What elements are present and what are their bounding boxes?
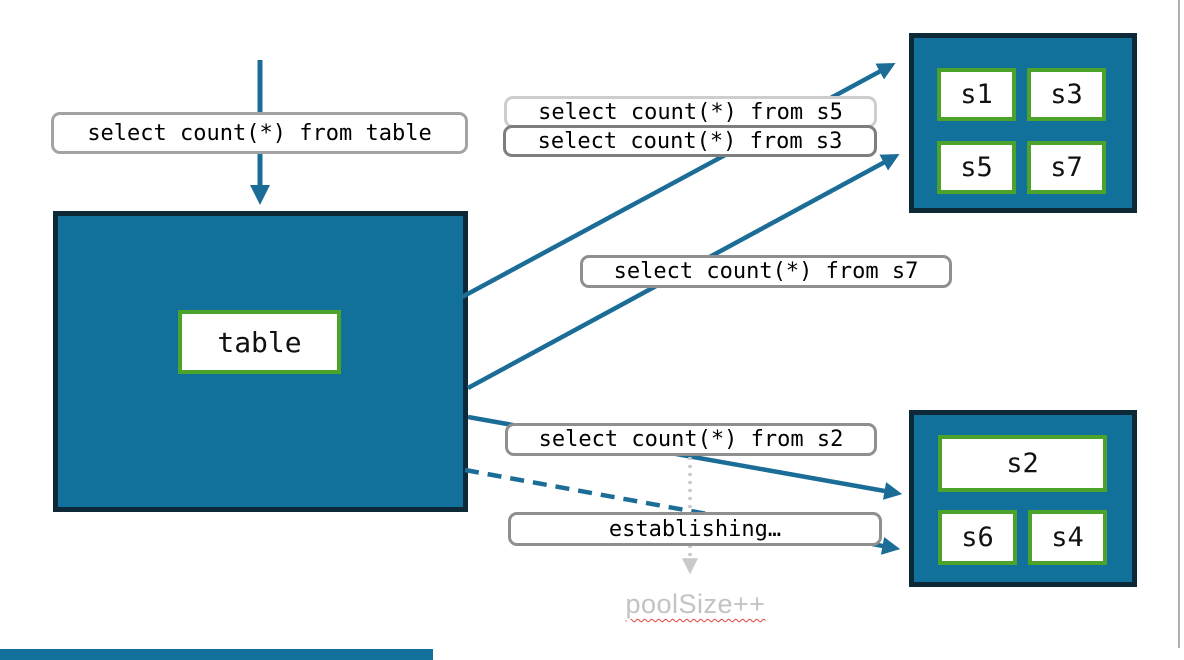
shard-s3: s3 bbox=[1027, 68, 1106, 121]
shard-s1: s1 bbox=[937, 68, 1016, 121]
shard-s7-label: s7 bbox=[1050, 152, 1083, 183]
query-label-s3: select count(*) from s3 bbox=[503, 125, 877, 157]
shard-s2: s2 bbox=[938, 435, 1107, 492]
arrow-establishing-dashed bbox=[464, 467, 901, 555]
slide-edge-line bbox=[1178, 0, 1180, 648]
query-label-s7-text: select count(*) from s7 bbox=[613, 259, 919, 284]
query-label-table-text: select count(*) from table bbox=[87, 120, 432, 146]
table-node-label-box: table bbox=[178, 310, 341, 374]
query-label-s2: select count(*) from s2 bbox=[505, 423, 877, 456]
shard-group-top: s1 s3 s5 s7 bbox=[909, 33, 1137, 213]
query-label-s7: select count(*) from s7 bbox=[580, 255, 952, 288]
shard-s5-label: s5 bbox=[960, 152, 993, 183]
shard-s4-label: s4 bbox=[1051, 522, 1084, 553]
establishing-label: establishing… bbox=[508, 512, 882, 546]
shard-s7: s7 bbox=[1027, 141, 1106, 194]
shard-s2-label: s2 bbox=[1006, 448, 1039, 479]
table-node-label: table bbox=[217, 325, 302, 359]
footer-accent-bar bbox=[0, 649, 433, 660]
table-node: table bbox=[53, 211, 468, 512]
poolsize-annotation-text: poolSize++ bbox=[625, 589, 766, 619]
poolsize-annotation: poolSize++ bbox=[608, 589, 783, 620]
query-label-s5-text: select count(*) from s5 bbox=[538, 99, 843, 125]
shard-s4: s4 bbox=[1028, 510, 1107, 565]
shard-s6: s6 bbox=[938, 510, 1017, 565]
query-label-s2-text: select count(*) from s2 bbox=[538, 427, 844, 452]
shard-group-bottom: s2 s6 s4 bbox=[909, 410, 1137, 587]
shard-s5: s5 bbox=[937, 141, 1016, 194]
shard-s6-label: s6 bbox=[961, 522, 994, 553]
shard-s1-label: s1 bbox=[960, 79, 993, 110]
query-label-s5: select count(*) from s5 bbox=[504, 96, 877, 128]
query-label-s3-text: select count(*) from s3 bbox=[537, 128, 843, 154]
query-label-table: select count(*) from table bbox=[51, 112, 468, 154]
shard-s3-label: s3 bbox=[1050, 79, 1083, 110]
establishing-label-text: establishing… bbox=[608, 516, 782, 542]
